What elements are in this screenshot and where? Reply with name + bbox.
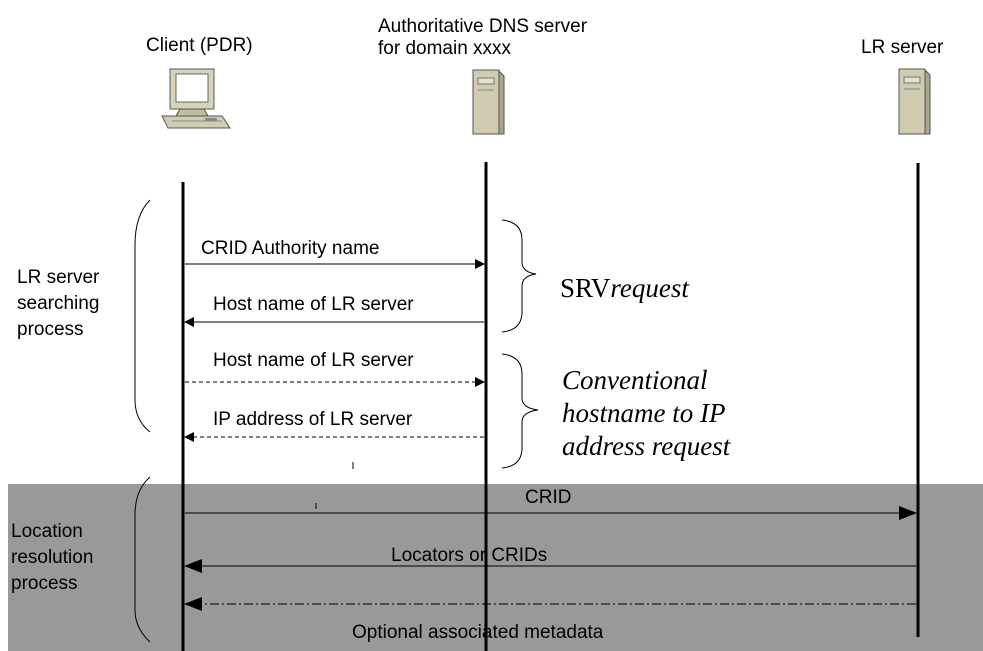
lr-server-icon	[898, 68, 931, 135]
srv-request-annotation: SRVrequest	[560, 272, 689, 304]
crid-label: CRID	[525, 487, 572, 508]
crid-authority-label: CRID Authority name	[201, 238, 380, 259]
dns-server-icon	[472, 69, 505, 135]
search-phase-label: LR server searching process	[17, 267, 100, 340]
resolution-phase-bracket	[134, 476, 151, 643]
host-name-response-label: Host name of LR server	[213, 294, 414, 315]
conventional-brace	[501, 353, 539, 469]
location-resolution-band	[8, 484, 983, 651]
dns-server-label-line2: for domain xxxx	[378, 38, 512, 59]
srv-prefix: SRV	[560, 273, 611, 303]
client-computer-icon	[161, 68, 231, 129]
srv-suffix: request	[610, 273, 689, 303]
lr-server-label: LR server	[861, 37, 944, 58]
resolution-phase-label: Location resolution process	[11, 521, 94, 594]
host-name-query-label: Host name of LR server	[213, 350, 414, 371]
metadata-label: Optional associated metadata	[352, 622, 604, 643]
dns-server-label-line1: Authoritative DNS server	[378, 16, 588, 37]
ip-address-label: IP address of LR server	[213, 409, 413, 430]
srv-brace	[501, 219, 537, 333]
locators-label: Locators or CRIDs	[391, 545, 548, 566]
conventional-request-annotation: Conventional hostname to IP address requ…	[562, 365, 731, 461]
search-phase-bracket	[134, 199, 151, 433]
client-label: Client (PDR)	[146, 35, 253, 56]
